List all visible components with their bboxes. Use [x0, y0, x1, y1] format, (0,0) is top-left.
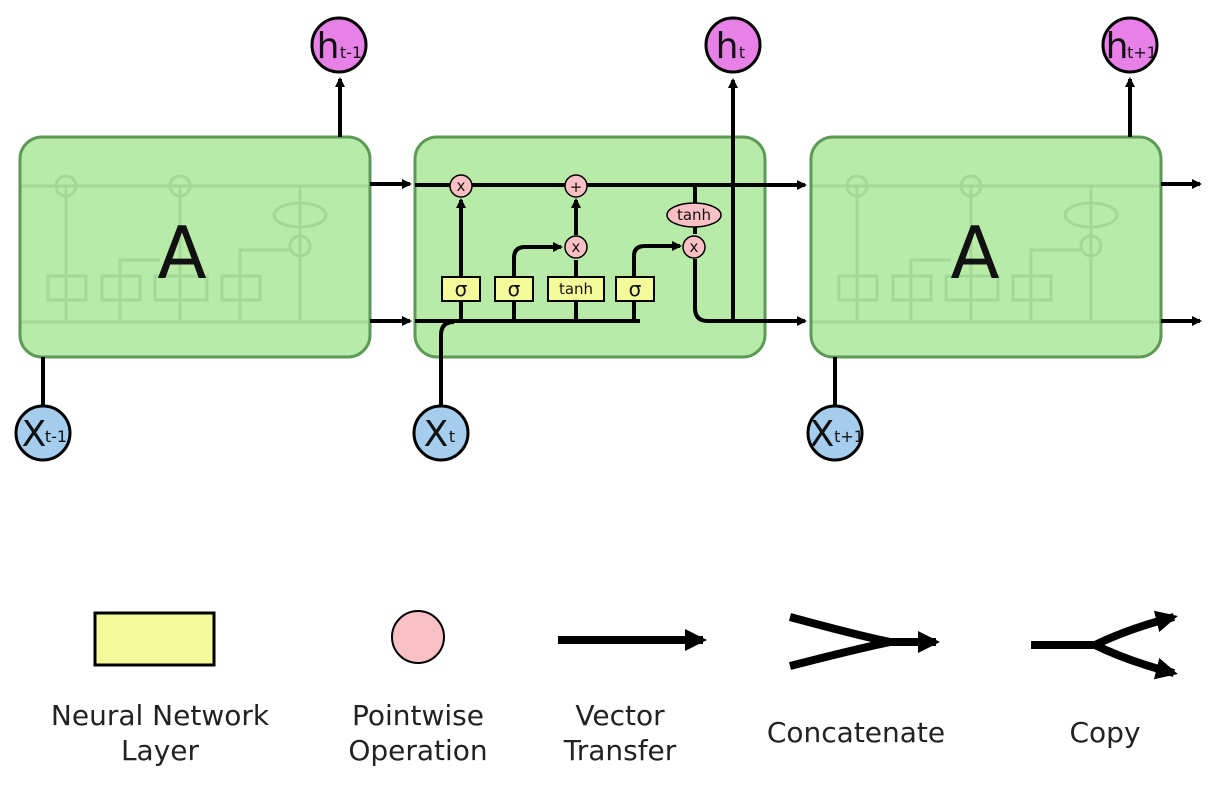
output-node-3-main: h [1106, 26, 1129, 67]
input-xt-line [439, 320, 455, 408]
lstm-cell-3: A [809, 135, 1163, 359]
input-mult-label: x [572, 238, 581, 256]
forget-gate-layer [441, 276, 481, 302]
input-mult-op [564, 235, 588, 259]
input-node-1-main: X [22, 414, 47, 455]
legend-pointwise-line2: Operation [348, 734, 488, 767]
output-node-1: h t-1 [310, 16, 368, 74]
connections [41, 77, 1202, 408]
input-node-3-sub: t+1 [834, 427, 864, 446]
pointwise-ops: x + x tanh x [449, 174, 722, 259]
output-mult-op [682, 235, 706, 259]
legend-transfer-line1: Vector [575, 699, 665, 732]
lstm-cell-1: A [18, 135, 372, 359]
input-gate-line [512, 242, 563, 321]
cell-tanh-op [666, 202, 722, 228]
cell-3-faded-internals [811, 174, 1161, 324]
forget-mult-op [449, 174, 473, 198]
candidate-layer [547, 276, 605, 302]
output-node-2-sub: t [739, 43, 745, 62]
add-op [564, 174, 588, 198]
output-node-1-sub: t-1 [340, 43, 362, 62]
output-gate-layer [615, 276, 655, 302]
legend-concatenate-label: Concatenate [750, 715, 962, 750]
candidate-label: tanh [559, 280, 593, 298]
input-node-3-main: X [810, 414, 835, 455]
output-node-3: h t+1 [1101, 16, 1159, 74]
legend-pointwise-label: Pointwise Operation [318, 698, 518, 768]
input-node-2-sub: t [449, 427, 455, 446]
cell-2-box [413, 135, 767, 359]
input-node-1: X t-1 [14, 404, 72, 462]
legend-concatenate-icon [788, 613, 940, 670]
output-node-1-main: h [317, 26, 340, 67]
cell-1-label: A [157, 211, 206, 295]
input-node-2-main: X [424, 414, 449, 455]
output-gate-label: σ [629, 277, 642, 301]
cell-tanh-label: tanh [677, 206, 711, 224]
legend-copy-icon [1031, 610, 1178, 680]
input-node-3: X t+1 [806, 404, 864, 462]
legend-pointwise-icon [391, 610, 445, 664]
hidden-out-path [693, 259, 807, 326]
legend-transfer-label: Vector Transfer [540, 698, 700, 768]
input-node-2: X t [412, 404, 470, 462]
cell-3-label: A [950, 211, 999, 295]
legend-concatenate-line1: Concatenate [766, 716, 946, 749]
legend-layer-line2: Layer [120, 734, 200, 767]
input-gate-layer [494, 276, 534, 302]
legend-copy-line1: Copy [1069, 716, 1141, 749]
legend-transfer-line2: Transfer [563, 734, 677, 767]
output-node-2: h t [704, 16, 762, 74]
legend-symbols [93, 610, 1178, 680]
cell-1-box [18, 135, 372, 359]
input-node-1-sub: t-1 [45, 427, 67, 446]
add-label: + [570, 178, 583, 196]
output-mult-label: x [690, 238, 699, 256]
cell-1-faded-internals [20, 174, 370, 324]
legend-pointwise-line1: Pointwise [351, 699, 484, 732]
legend-layer-icon [93, 611, 216, 667]
forget-mult-label: x [457, 177, 466, 195]
lstm-cell-2 [413, 135, 767, 359]
legend-layer-label: Neural Network Layer [20, 698, 300, 768]
legend-copy-label: Copy [1040, 715, 1170, 750]
forget-gate-label: σ [455, 277, 468, 301]
output-gate-line [632, 241, 682, 321]
input-gate-label: σ [508, 277, 521, 301]
io-nodes: X t-1 X t X t+1 h t-1 h t h t+1 [14, 16, 1159, 462]
cell-3-box [809, 135, 1163, 359]
output-node-3-sub: t+1 [1127, 43, 1157, 62]
legend-layer-line1: Neural Network [50, 699, 270, 732]
layer-gates: σ σ tanh σ [441, 276, 655, 302]
output-node-2-main: h [716, 26, 739, 67]
